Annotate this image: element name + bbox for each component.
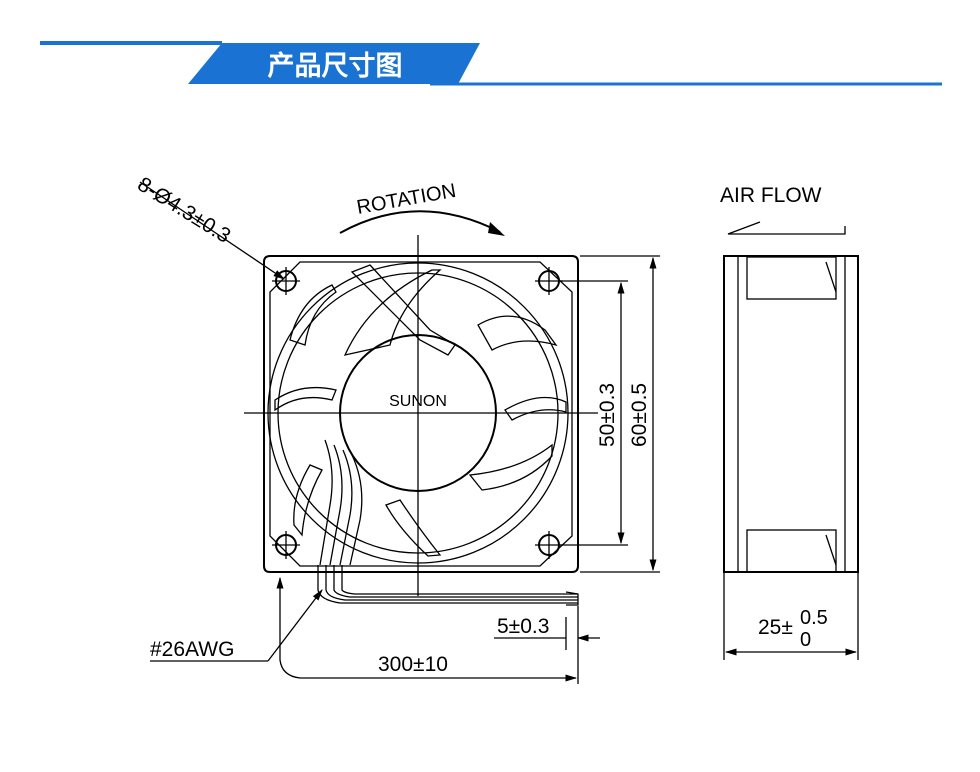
header-title: 产品尺寸图 xyxy=(268,51,403,82)
fan-side-body xyxy=(723,255,859,573)
thickness-tolerance-minus: 0 xyxy=(800,629,811,651)
lead-wires xyxy=(317,439,579,606)
airflow-label: AIR FLOW xyxy=(720,184,822,207)
hole-spacing-label: 50±0.3 xyxy=(596,383,619,447)
side-top-window xyxy=(746,256,837,300)
rotation-arrowhead xyxy=(488,222,505,236)
airflow-arrow xyxy=(727,221,846,235)
wire-length-label: 300±10 xyxy=(378,653,448,676)
side-view: AIR FLOW 25± 0.5 0 xyxy=(720,184,859,660)
mounting-holes xyxy=(272,267,563,559)
frame-size-label: 60±0.5 xyxy=(628,383,651,447)
header-title-plate xyxy=(188,43,480,84)
thickness-tolerance-plus: 0.5 xyxy=(800,607,828,629)
hole-callout-leader xyxy=(139,181,285,280)
wire-strip-label: 5±0.3 xyxy=(497,615,549,638)
rotation-arrow xyxy=(339,210,501,234)
side-bottom-window xyxy=(746,529,837,573)
wire-gauge-leader xyxy=(267,589,323,662)
fan-frame-outer xyxy=(263,255,579,573)
front-view: SUNON ROTATION 8-Ø4.3±0.3 50±0.3 xyxy=(133,173,660,684)
fan-blades xyxy=(274,264,567,557)
wire-gauge-label: #26AWG xyxy=(150,638,234,661)
section-header: 产品尺寸图 xyxy=(40,41,942,86)
thickness-label: 25± xyxy=(758,616,793,639)
hole-spec-label: 8-Ø4.3±0.3 xyxy=(133,173,234,248)
dim-wire-length-line xyxy=(276,576,578,682)
